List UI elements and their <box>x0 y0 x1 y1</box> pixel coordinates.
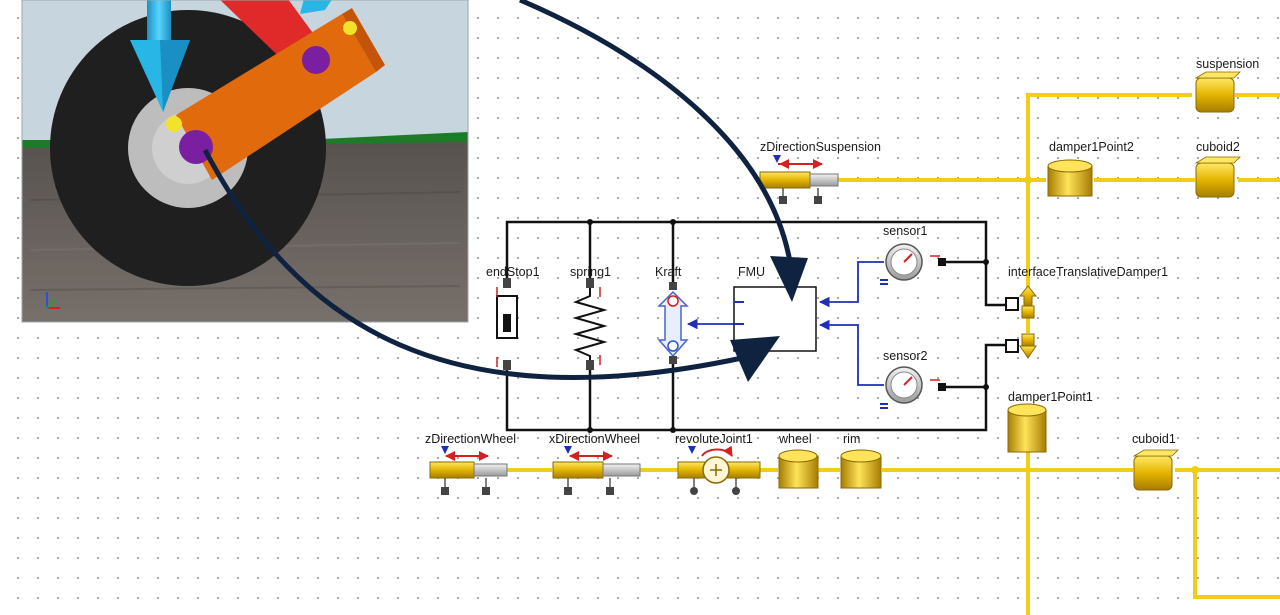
revolute-joint1[interactable] <box>677 445 761 495</box>
z-direction-suspension-label: zDirectionSuspension <box>760 140 881 154</box>
rim-label: rim <box>843 432 860 446</box>
kraft-component[interactable] <box>657 282 689 364</box>
interface-translative-damper1-component[interactable] <box>1005 285 1038 359</box>
signal-connections <box>686 261 884 386</box>
sensor2-component[interactable] <box>880 366 946 409</box>
cuboid1-component[interactable] <box>1132 449 1179 491</box>
damper1-point2-component[interactable] <box>1047 159 1093 197</box>
spring1-component[interactable] <box>572 278 608 370</box>
cuboid2-component[interactable] <box>1194 156 1241 198</box>
cuboid2-label: cuboid2 <box>1196 140 1240 154</box>
force-vector-shaft <box>147 0 171 43</box>
flange-connections <box>505 220 1012 432</box>
connection-nodes <box>1024 176 1199 474</box>
frame-marker-upper <box>343 21 357 35</box>
revolute-joint1-label: revoluteJoint1 <box>675 432 753 446</box>
annotation-arrowhead-lower <box>730 336 780 382</box>
rim-component[interactable] <box>840 449 882 489</box>
end-stop1-component[interactable] <box>496 278 518 370</box>
x-direction-wheel-joint[interactable] <box>552 446 641 495</box>
coordinate-triad-icon <box>46 292 60 309</box>
annotation-arrowhead-upper <box>770 256 808 302</box>
cuboid1-label: cuboid1 <box>1132 432 1176 446</box>
z-direction-wheel-label: zDirectionWheel <box>425 432 516 446</box>
suspension-component[interactable] <box>1194 71 1241 113</box>
joint-marker-hub <box>179 130 213 164</box>
mechanical-connections <box>507 93 1280 615</box>
animation-view[interactable] <box>22 0 468 322</box>
interface-translative-damper1-label: interfaceTranslativeDamper1 <box>1008 265 1168 279</box>
suspension-label: suspension <box>1196 57 1259 71</box>
damper1-point1-component[interactable] <box>1007 403 1047 453</box>
wheel-label: wheel <box>778 432 812 446</box>
sensor1-component[interactable] <box>880 243 946 285</box>
x-direction-wheel-label: xDirectionWheel <box>549 432 640 446</box>
wheel-component[interactable] <box>778 449 819 489</box>
z-direction-suspension-joint[interactable] <box>759 155 839 204</box>
end-stop1-label: endStop1 <box>486 265 540 279</box>
damper1-point2-label: damper1Point2 <box>1049 140 1134 154</box>
sensor1-label: sensor1 <box>883 224 928 238</box>
z-direction-wheel-joint[interactable] <box>429 446 508 495</box>
spring1-label: spring1 <box>570 265 611 279</box>
sensor2-label: sensor2 <box>883 349 928 363</box>
fmu-label: FMU <box>738 265 765 279</box>
joint-marker-upper <box>302 46 330 74</box>
damper1-point1-label: damper1Point1 <box>1008 390 1093 404</box>
frame-marker-hub <box>166 116 182 132</box>
annotation-arrows <box>202 0 808 382</box>
kraft-label: Kraft <box>655 265 682 279</box>
